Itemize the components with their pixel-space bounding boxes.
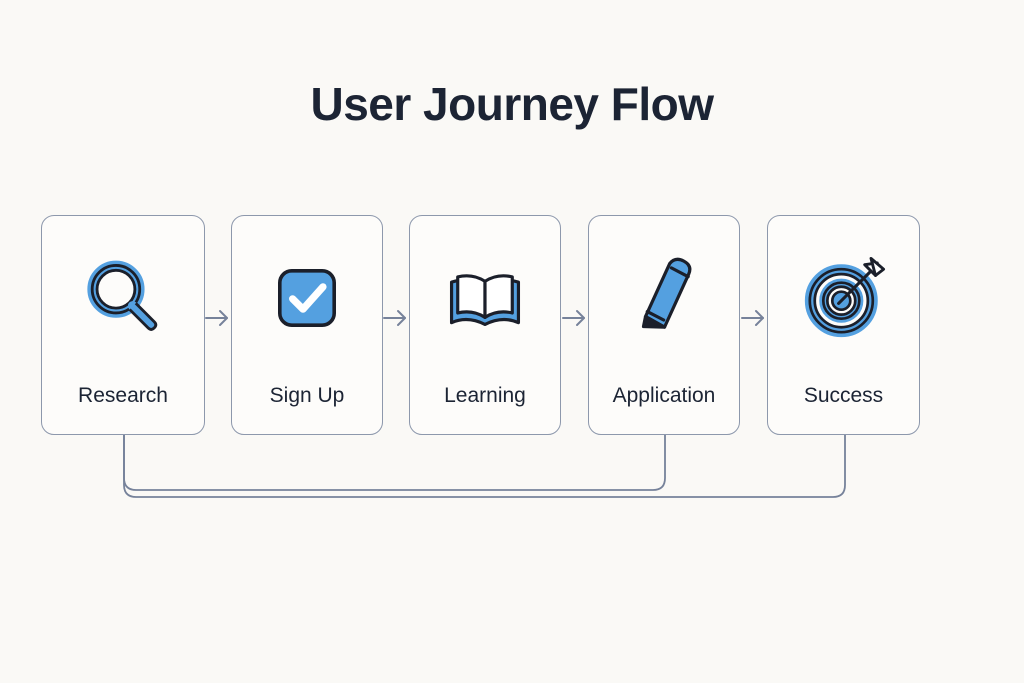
step-card-success[interactable]: Success: [767, 215, 920, 435]
checkbox-icon: [261, 252, 353, 344]
arrow-learning-application: [560, 303, 590, 333]
arrow-application-success: [739, 303, 769, 333]
target-icon: [798, 252, 890, 344]
arrow-research-signup: [203, 303, 233, 333]
magnifier-icon: [77, 252, 169, 344]
step-label-learning: Learning: [444, 384, 526, 407]
loop-application-to-research: [123, 434, 666, 491]
step-card-signup[interactable]: Sign Up: [231, 215, 383, 435]
step-label-success: Success: [803, 384, 884, 407]
page-title: User Journey Flow: [310, 78, 714, 130]
step-card-learning[interactable]: Learning: [409, 215, 561, 435]
loop-success-to-research: [123, 434, 846, 498]
pencil-icon: [618, 252, 710, 344]
open-book-icon: [439, 252, 531, 344]
step-label-signup: Sign Up: [269, 384, 345, 407]
arrow-signup-learning: [381, 303, 411, 333]
step-card-application[interactable]: Application: [588, 215, 740, 435]
step-label-research: Research: [78, 384, 168, 407]
step-card-research[interactable]: Research: [41, 215, 205, 435]
step-label-application: Application: [612, 384, 716, 407]
